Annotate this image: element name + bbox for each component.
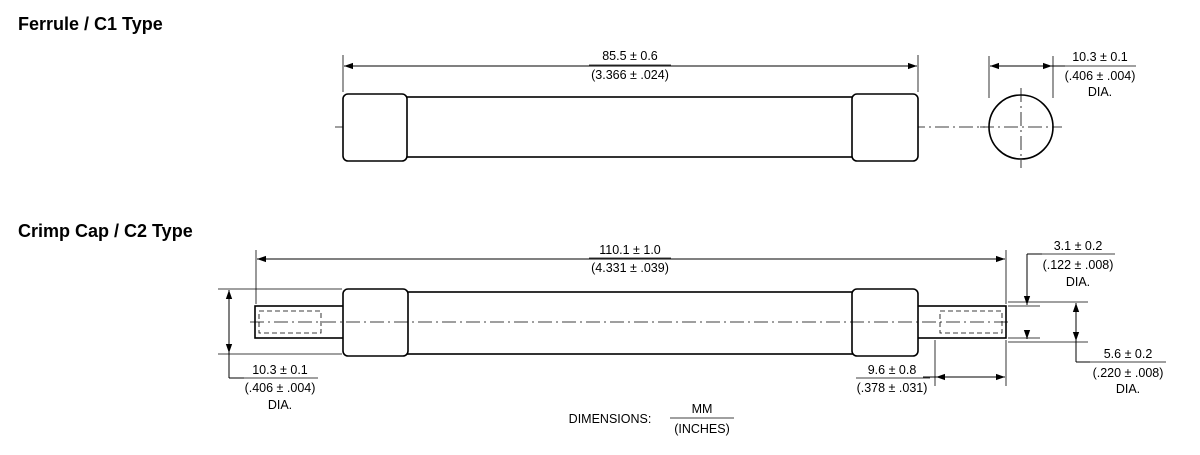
crimp-left-cap [342, 288, 409, 357]
legend-unit-inches: (INCHES) [674, 422, 730, 436]
crimp-pin-diameter-dimension: 3.1 ± 0.2 (.122 ± .008) DIA. [1008, 239, 1115, 339]
crimp-length-in: (4.331 ± .039) [591, 261, 669, 275]
crimp-pin-length-dimension: 9.6 ± 0.8 (.378 ± .031) [856, 340, 1007, 395]
ferrule-left-cap [342, 93, 408, 162]
crimp-section-title: Crimp Cap / C2 Type [18, 221, 193, 241]
crimp-cap-dia-label: DIA. [1116, 382, 1140, 396]
dimensions-legend: DIMENSIONS: MM (INCHES) [569, 402, 734, 436]
crimp-body-dia-in: (.406 ± .004) [245, 381, 316, 395]
ferrule-section-title: Ferrule / C1 Type [18, 14, 163, 34]
crimp-body [405, 291, 855, 355]
crimp-fuse-side-view [250, 288, 1012, 357]
ferrule-fuse-side-view [335, 93, 985, 162]
ferrule-dia-in: (.406 ± .004) [1065, 69, 1136, 83]
crimp-pin-dia-in: (.122 ± .008) [1043, 258, 1114, 272]
crimp-left-pin-hidden-bore [258, 310, 322, 334]
crimp-length-mm: 110.1 ± 1.0 [599, 243, 661, 257]
ferrule-length-in: (3.366 ± .024) [591, 68, 669, 82]
legend-label: DIMENSIONS: [569, 412, 652, 426]
ferrule-length-dimension: 85.5 ± 0.6 (3.366 ± .024) [342, 49, 919, 92]
crimp-body-dia-mm: 10.3 ± 0.1 [252, 363, 308, 377]
legend-unit-mm: MM [692, 402, 713, 416]
ferrule-diameter-dimension: 10.3 ± 0.1 (.406 ± .004) DIA. [988, 50, 1136, 99]
crimp-right-cap [851, 288, 919, 357]
crimp-cap-dia-mm: 5.6 ± 0.2 [1104, 347, 1153, 361]
crimp-pin-len-in: (.378 ± .031) [857, 381, 928, 395]
crimp-cap-diameter-dimension: 5.6 ± 0.2 (.220 ± .008) DIA. [1008, 301, 1166, 396]
ferrule-dia-label: DIA. [1088, 85, 1112, 99]
crimp-length-dimension: 110.1 ± 1.0 (4.331 ± .039) [255, 243, 1007, 304]
ferrule-length-mm: 85.5 ± 0.6 [602, 49, 658, 63]
crimp-cap-dia-in: (.220 ± .008) [1093, 366, 1164, 380]
crimp-pin-dia-label: DIA. [1066, 275, 1090, 289]
crimp-body-diameter-dimension: 10.3 ± 0.1 (.406 ± .004) DIA. [218, 288, 342, 412]
crimp-pin-len-mm: 9.6 ± 0.8 [868, 363, 917, 377]
ferrule-right-cap [851, 93, 919, 162]
ferrule-body [404, 96, 854, 158]
crimp-pin-dia-mm: 3.1 ± 0.2 [1054, 239, 1103, 253]
ferrule-end-view [980, 88, 1062, 168]
crimp-body-dia-label: DIA. [268, 398, 292, 412]
ferrule-dia-mm: 10.3 ± 0.1 [1072, 50, 1128, 64]
crimp-right-pin-hidden-bore [939, 310, 1003, 334]
